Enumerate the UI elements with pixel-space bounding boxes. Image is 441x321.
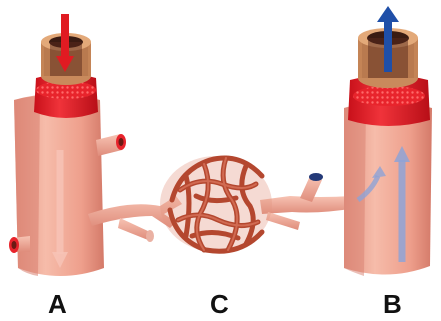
vessel-b-shading bbox=[344, 102, 366, 276]
label-a: A bbox=[48, 291, 67, 317]
vessel-b bbox=[344, 6, 432, 276]
capillary-bed-c bbox=[160, 156, 272, 252]
label-b: B bbox=[383, 291, 402, 317]
label-c: C bbox=[210, 291, 229, 317]
vessel-b-band-mesh bbox=[353, 86, 425, 106]
venule-right bbox=[260, 173, 356, 230]
vessel-a bbox=[9, 14, 126, 276]
vessel-a-side-branch-lower bbox=[9, 236, 30, 253]
